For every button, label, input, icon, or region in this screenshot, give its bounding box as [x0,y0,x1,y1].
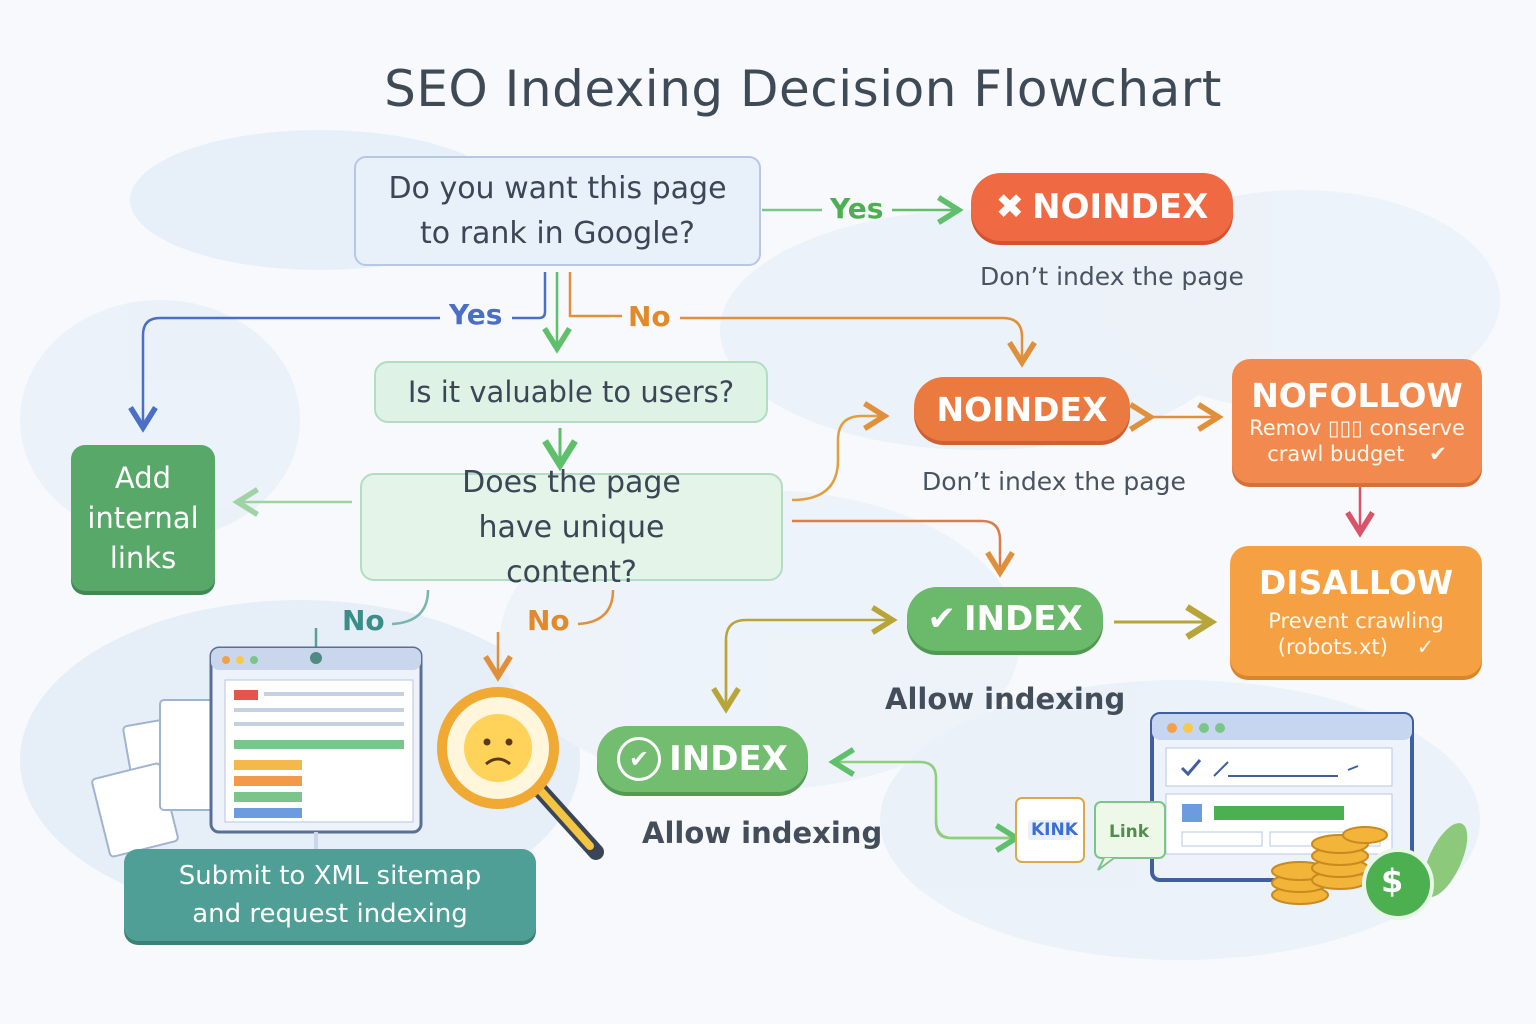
noindex-top-label: NOINDEX [1032,187,1209,227]
edge-index-low-to-index-mid [724,605,898,700]
question-unique-node[interactable]: Does the page have unique content? [360,465,783,590]
checkmark-icon: ✔ [927,599,956,639]
index-mid-caption: Allow indexing [885,682,1126,716]
check-badge-icon: ✔ [1429,441,1447,466]
nofollow-sub-line2-row: crawl budget ✔ [1267,441,1446,467]
index-low-caption: Allow indexing [642,816,883,850]
link-badge-kink: KINK [1031,820,1078,840]
index-low-label: INDEX [669,739,788,779]
edge-label-no-mid: No [527,604,570,637]
sitemap-illustration [91,646,423,858]
nofollow-sub-line1: Remov ▯▯▯ conserve [1249,415,1465,440]
submit-sitemap-line1: Submit to XML sitemap [178,861,482,891]
edge-label-yes-left: Yes [449,298,503,331]
edge-q3-no-left [391,589,430,626]
disallow-sub-line2-row: (robots.xt) ✓ [1278,634,1434,660]
question-rank-node[interactable]: Do you want this page to rank in Google? [354,156,761,266]
edge-q3-no-mid [577,589,615,626]
edge-yes-to-add-links [128,316,440,433]
nofollow-sub-line2: crawl budget [1267,441,1405,466]
disallow-sub-line2: (robots.xt) [1277,634,1388,659]
link-badge-link: Link [1109,822,1150,842]
index-mid-node[interactable]: ✔ INDEX [907,587,1103,651]
submit-sitemap-node[interactable]: Submit to XML sitemap and request indexi… [124,849,536,941]
edge-q3-to-noindex-mid [791,401,890,502]
check-circle-icon: ✔ [617,737,662,781]
question-valuable-text: Is it valuable to users? [407,375,735,409]
edge-q1-stem-right [568,272,622,318]
edge-index-low-to-links [934,819,1022,853]
disallow-sub-line1: Prevent crawling [1268,608,1444,633]
noindex-mid-node[interactable]: NOINDEX [914,377,1130,441]
disallow-label: DISALLOW [1258,562,1454,602]
nofollow-node[interactable]: NOFOLLOW Remov ▯▯▯ conserve crawl budget… [1232,359,1482,483]
question-unique-text: Does the page have unique content? [462,464,681,590]
edge-no-to-noindex-mid [680,316,1037,368]
link-badges-illustration [1015,797,1166,871]
edge-label-no-right: No [628,300,671,333]
nofollow-label: NOFOLLOW [1251,375,1463,415]
submit-sitemap-line2: and request indexing [192,899,468,929]
checkmark-small-icon: ✓ [1416,634,1435,659]
noindex-mid-caption: Don’t index the page [922,467,1186,496]
edge-q3-to-index-mid [792,519,1015,578]
edge-label-yes-top: Yes [830,192,884,225]
page-title: SEO Indexing Decision Flowchart [384,60,1222,118]
add-internal-links-text: Add internal links [87,461,199,575]
noindex-top-node[interactable]: ✖ NOINDEX [971,173,1233,241]
question-rank-text: Do you want this page to rank in Google? [388,171,727,251]
index-low-node[interactable]: ✔ INDEX [597,726,808,792]
edge-label-no-left: No [342,604,385,637]
dollar-icon: $ [1381,862,1404,900]
question-valuable-node[interactable]: Is it valuable to users? [374,361,768,423]
browser-coins-illustration [1150,712,1468,920]
magnifier-sad-face-icon [437,687,604,860]
disallow-node[interactable]: DISALLOW Prevent crawling (robots.xt) ✓ [1230,546,1482,676]
noindex-mid-label: NOINDEX [936,389,1108,429]
index-mid-label: INDEX [963,599,1083,639]
add-internal-links-node[interactable]: Add internal links [71,445,215,591]
x-mark-icon: ✖ [995,187,1025,227]
edge-q1-stem-left [512,272,547,320]
noindex-top-caption: Don’t index the page [980,262,1244,291]
